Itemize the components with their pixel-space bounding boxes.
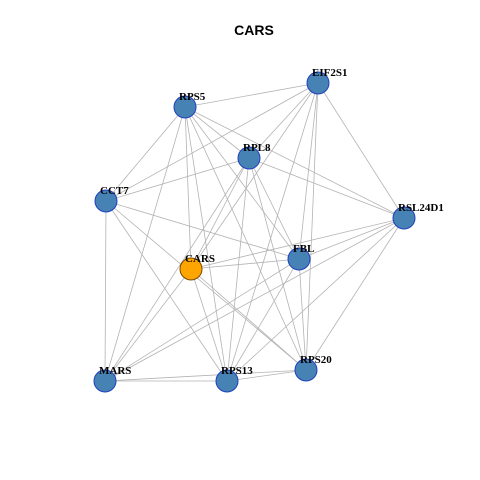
node-label-mars: MARS — [99, 365, 131, 377]
edge-layer — [104, 82, 405, 382]
edge-cct7-fbl — [105, 200, 300, 260]
edge-rpl8-rsl24d1 — [248, 157, 405, 219]
node-fbl[interactable] — [287, 247, 311, 271]
edge-rps5-cct7 — [105, 106, 186, 202]
edge-eif2s1-rsl24d1 — [317, 82, 405, 219]
edge-fbl-rps20 — [298, 258, 307, 371]
edge-cct7-rps13 — [105, 200, 228, 382]
node-rps20[interactable] — [294, 358, 318, 382]
node-label-rps13: RPS13 — [221, 365, 253, 377]
edge-rps5-rps13 — [184, 106, 228, 382]
edge-rsl24d1-rps13 — [226, 217, 405, 382]
edge-fbl-rps13 — [226, 258, 300, 382]
edge-rpl8-cars — [190, 157, 250, 270]
node-rsl24d1[interactable] — [392, 206, 416, 230]
edge-cars-fbl — [190, 258, 300, 270]
edge-rpl8-rps20 — [248, 157, 307, 371]
node-label-rps5: RPS5 — [179, 91, 206, 103]
edge-eif2s1-fbl — [298, 82, 319, 260]
node-rps5[interactable] — [173, 95, 197, 119]
node-mars[interactable] — [93, 369, 117, 393]
edge-rpl8-mars — [104, 157, 250, 382]
edge-rpl8-cct7 — [105, 157, 250, 202]
edge-cars-rps20 — [190, 268, 307, 371]
node-label-cars: CARS — [185, 253, 215, 265]
node-label-rsl24d1: RSL24D1 — [398, 202, 444, 214]
edge-eif2s1-rps13 — [226, 82, 319, 382]
edge-eif2s1-rpl8 — [248, 82, 319, 159]
edge-rps5-eif2s1 — [184, 82, 319, 108]
node-label-fbl: FBL — [293, 243, 314, 255]
edge-cct7-mars — [104, 200, 107, 382]
edge-rsl24d1-cars — [190, 217, 405, 270]
edge-rps5-rps20 — [184, 106, 307, 371]
node-label-cct7: CCT7 — [100, 185, 129, 197]
edge-cars-rps13 — [190, 268, 228, 382]
edge-rsl24d1-rps20 — [305, 217, 405, 371]
edge-cars-mars — [104, 268, 192, 382]
node-label-rps20: RPS20 — [300, 354, 332, 366]
edge-rps5-rpl8 — [184, 106, 250, 159]
edge-eif2s1-rps20 — [305, 82, 319, 371]
node-cars[interactable] — [179, 257, 203, 281]
node-eif2s1[interactable] — [306, 71, 330, 95]
node-label-eif2s1: EIF2S1 — [312, 67, 347, 79]
edge-mars-rps20 — [104, 369, 307, 382]
edge-eif2s1-cct7 — [105, 82, 319, 202]
edge-rps5-fbl — [184, 106, 300, 260]
node-layer — [93, 71, 416, 393]
node-rps13[interactable] — [215, 369, 239, 393]
node-cct7[interactable] — [94, 189, 118, 213]
edge-rps13-rps20 — [226, 369, 307, 382]
chart-title: CARS — [234, 22, 274, 38]
edge-fbl-mars — [104, 258, 300, 382]
edge-rps5-rsl24d1 — [184, 106, 405, 219]
edge-rps5-cars — [184, 106, 192, 270]
edge-rpl8-rps13 — [226, 157, 250, 382]
edge-rsl24d1-fbl — [298, 217, 405, 260]
edge-cct7-rps20 — [105, 200, 307, 371]
node-label-rpl8: RPL8 — [243, 142, 271, 154]
edge-rsl24d1-mars — [104, 217, 405, 382]
edge-eif2s1-cars — [190, 82, 319, 270]
edge-rpl8-fbl — [248, 157, 300, 260]
edge-rps5-mars — [104, 106, 186, 382]
node-rpl8[interactable] — [237, 146, 261, 170]
